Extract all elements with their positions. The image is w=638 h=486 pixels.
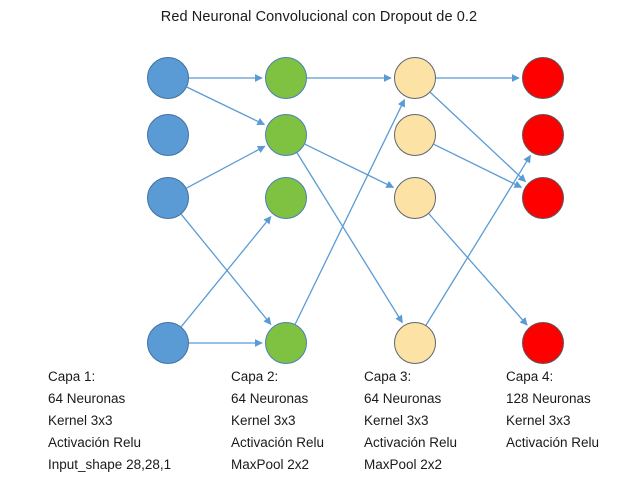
neuron-node-l2n1[interactable] xyxy=(265,57,307,99)
caption-capa2-line-2: 64 Neuronas xyxy=(231,391,309,406)
caption-capa1-line-4: Activación Relu xyxy=(48,435,142,450)
caption-capa4-line-3: Kernel 3x3 xyxy=(506,413,571,428)
neuron-node-l3n4[interactable] xyxy=(394,322,436,364)
caption-capa3-line-4: Activación Relu xyxy=(364,435,458,450)
caption-capa2-line-1: Capa 2: xyxy=(231,369,279,384)
neuron-node-l3n1[interactable] xyxy=(394,57,436,99)
neuron-node-l3n2[interactable] xyxy=(394,114,436,156)
caption-capa1-line-5: Input_shape 28,28,1 xyxy=(48,457,172,472)
edge-l2n2-to-l3n4 xyxy=(296,152,403,324)
edge-l3n1-to-l4n3 xyxy=(429,91,527,183)
edge-l1n4-to-l2n3 xyxy=(180,216,272,328)
neuron-node-l4n2[interactable] xyxy=(522,114,564,156)
caption-capa3-line-1: Capa 3: xyxy=(364,369,412,384)
neuron-node-l1n3[interactable] xyxy=(147,177,189,219)
caption-capa2-line-5: MaxPool 2x2 xyxy=(231,457,310,472)
neuron-node-l2n2[interactable] xyxy=(265,114,307,156)
edge-l1n1-to-l2n2 xyxy=(186,86,266,126)
edge-l1n3-to-l2n2 xyxy=(186,145,266,189)
neuron-node-l2n3[interactable] xyxy=(265,177,307,219)
page-title: Red Neuronal Convolucional con Dropout d… xyxy=(160,9,478,25)
neuron-node-l1n1[interactable] xyxy=(147,57,189,99)
edge-l3n2-to-l4n3 xyxy=(433,143,523,188)
neuron-node-l3n3[interactable] xyxy=(394,177,436,219)
caption-capa4-line-1: Capa 4: xyxy=(506,369,554,384)
edge-l3n4-to-l4n2 xyxy=(425,154,531,326)
edge-l1n3-to-l2n4 xyxy=(180,213,272,325)
caption-capa3-line-2: 64 Neuronas xyxy=(364,391,442,406)
edge-l2n4-to-l3n1 xyxy=(294,98,406,325)
neuron-node-l1n2[interactable] xyxy=(147,114,189,156)
edge-l2n2-to-l3n3 xyxy=(304,143,395,189)
neuron-node-l4n4[interactable] xyxy=(522,322,564,364)
caption-capa2-line-3: Kernel 3x3 xyxy=(231,413,296,428)
caption-capa2-line-4: Activación Relu xyxy=(231,435,325,450)
neuron-node-l2n4[interactable] xyxy=(265,322,307,364)
caption-capa1-line-1: Capa 1: xyxy=(48,369,96,384)
caption-capa4-line-2: 128 Neuronas xyxy=(506,391,591,406)
caption-capa1-line-2: 64 Neuronas xyxy=(48,391,126,406)
edge-l3n3-to-l4n4 xyxy=(428,213,528,326)
caption-capa4-line-4: Activación Relu xyxy=(506,435,600,450)
caption-capa3-line-5: MaxPool 2x2 xyxy=(364,457,443,472)
caption-capa1-line-3: Kernel 3x3 xyxy=(48,413,113,428)
caption-capa3-line-3: Kernel 3x3 xyxy=(364,413,429,428)
neuron-node-l4n1[interactable] xyxy=(522,57,564,99)
neuron-node-l4n3[interactable] xyxy=(522,177,564,219)
neuron-node-l1n4[interactable] xyxy=(147,322,189,364)
